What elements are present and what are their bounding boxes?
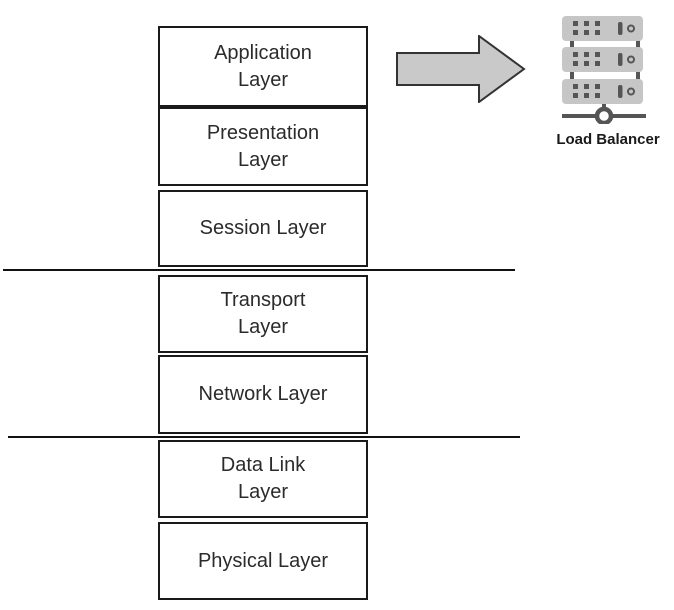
- layer-label-transport: Transport Layer: [220, 289, 306, 338]
- layer-box-presentation: Presentation Layer: [158, 107, 368, 186]
- right-block-arrow-icon: [396, 35, 526, 103]
- layer-label-application: Application Layer: [214, 41, 312, 91]
- layer-box-data-link: Data Link Layer: [158, 440, 368, 518]
- layer-label-data-link: Data Link Layer: [220, 454, 306, 503]
- layer-box-network: Network Layer: [158, 355, 368, 434]
- load-balancer-label: Load Balancer: [556, 131, 660, 148]
- layer-label-presentation: Presentation Layer: [206, 121, 320, 171]
- load-balancer-icon: [561, 15, 646, 124]
- layer-box-physical: Physical Layer: [158, 522, 368, 600]
- layer-label-session: Session Layer: [199, 217, 327, 239]
- layer-box-session: Session Layer: [158, 190, 368, 267]
- divider-line-upper: [3, 269, 515, 271]
- layer-box-application: Application Layer: [158, 26, 368, 107]
- layer-label-network: Network Layer: [198, 383, 328, 405]
- divider-line-lower: [8, 436, 520, 438]
- layer-label-physical: Physical Layer: [197, 549, 329, 572]
- layer-box-transport: Transport Layer: [158, 275, 368, 353]
